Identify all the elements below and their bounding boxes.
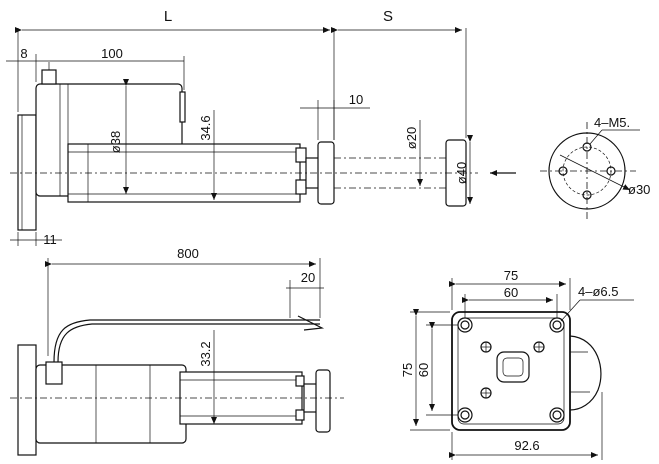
dim-8-label: 8 — [20, 46, 27, 61]
dim-92-6-label: 92.6 — [514, 438, 539, 453]
tube-clip-top — [295, 147, 307, 163]
bottom-side-view: 800 20 33.2 — [10, 246, 344, 456]
dim-S-label: S — [383, 8, 393, 25]
dim-11-label: 11 — [43, 232, 57, 247]
dim-33-2-label: 33.2 — [198, 341, 213, 366]
m5-hole — [582, 142, 592, 152]
m5-hole — [606, 166, 616, 176]
mount-hole — [457, 407, 473, 423]
bottom-cable-gland — [45, 361, 63, 385]
dim-phi38-label: ø38 — [108, 131, 123, 153]
m5-hole — [558, 166, 568, 176]
dim-75-left-label: 75 — [400, 363, 415, 377]
bottom-mounting-flange — [17, 344, 37, 456]
dim-34-6-label: 34.6 — [198, 115, 213, 140]
mounting-flange — [17, 114, 37, 231]
square-flange — [451, 311, 571, 431]
motor-end-cap — [179, 91, 186, 123]
tube-clip-bottom — [295, 179, 307, 195]
dim-phi30-label: ø30 — [628, 182, 650, 197]
dim-m5-label: 4–M5. — [594, 115, 630, 130]
center-boss — [496, 351, 530, 383]
dim-hole-label: 4–ø6.5 — [578, 284, 618, 299]
dim-60-top-label: 60 — [504, 285, 518, 300]
bottom-clip-top — [295, 375, 305, 387]
bottom-front-view: 75 60 4–ø6.5 75 60 92.6 — [400, 268, 634, 460]
bottom-rod-end — [315, 369, 331, 433]
m5-hole — [582, 190, 592, 200]
top-side-view: L S 8 100 ø38 34.6 10 ø20 ø40 11 — [6, 8, 516, 247]
dim-phi40-label: ø40 — [454, 162, 469, 184]
dim-phi20-label: ø20 — [404, 127, 419, 149]
dim-100-label: 100 — [101, 46, 123, 61]
dim-60-left-label: 60 — [416, 363, 431, 377]
dim-800-label: 800 — [177, 246, 199, 261]
end-flange-circle — [548, 132, 626, 210]
dim-L-label: L — [164, 8, 172, 25]
dim-20-label: 20 — [301, 270, 315, 285]
mount-hole — [457, 317, 473, 333]
top-end-view: 4–M5. ø30 — [540, 115, 650, 222]
motor-cable-gland — [41, 69, 57, 85]
side-motor-bump — [569, 335, 602, 411]
bottom-clip-bottom — [295, 409, 305, 421]
power-cable — [53, 319, 320, 363]
dim-75-top-label: 75 — [504, 268, 518, 283]
dim-10-label: 10 — [349, 92, 363, 107]
mount-hole — [549, 407, 565, 423]
